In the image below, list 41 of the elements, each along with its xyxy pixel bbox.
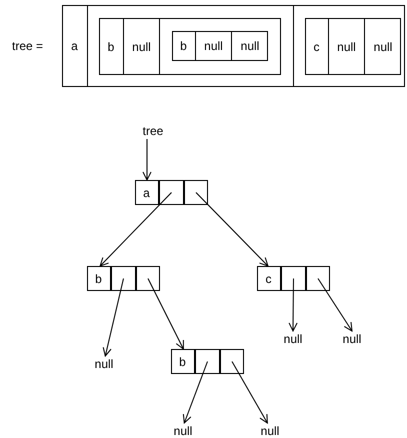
list-box bbox=[99, 18, 281, 75]
node-record bbox=[135, 180, 208, 205]
pointer-label: tree bbox=[138, 123, 168, 139]
value-cell: b bbox=[171, 349, 195, 374]
arrow bbox=[318, 278, 352, 332]
arrow bbox=[100, 192, 172, 266]
arrow bbox=[288, 278, 298, 332]
arrow bbox=[182, 361, 208, 424]
arrow bbox=[142, 138, 152, 180]
arrow bbox=[232, 361, 268, 424]
pointer-label: null bbox=[280, 331, 306, 347]
value-cell: a bbox=[62, 5, 88, 87]
value-cell: b bbox=[99, 18, 124, 75]
node-record bbox=[171, 349, 244, 374]
value-cell: null bbox=[365, 18, 401, 75]
value-cell: null bbox=[196, 31, 232, 61]
pointer-label: null bbox=[339, 331, 365, 347]
arrow bbox=[102, 278, 124, 356]
pointer-label: null bbox=[257, 423, 283, 438]
value-cell: a bbox=[135, 180, 159, 205]
node-record bbox=[257, 266, 330, 291]
value-cell: b bbox=[172, 31, 196, 61]
arrow bbox=[148, 278, 184, 350]
list-box bbox=[305, 18, 401, 75]
value-cell: c bbox=[257, 266, 281, 291]
value-cell: null bbox=[124, 18, 160, 75]
list-box bbox=[62, 5, 405, 87]
pointer-cell bbox=[111, 266, 136, 291]
value-cell: b bbox=[87, 266, 111, 291]
list-box bbox=[172, 31, 268, 61]
pointer-cell bbox=[195, 349, 220, 374]
pointer-label: null bbox=[170, 423, 196, 438]
pointer-label: null bbox=[91, 356, 117, 372]
value-cell: null bbox=[329, 18, 365, 75]
arrow bbox=[196, 192, 268, 266]
node-record bbox=[87, 266, 160, 291]
value-cell: null bbox=[232, 31, 268, 61]
assignment-label: tree = bbox=[12, 38, 44, 54]
value-cell: c bbox=[305, 18, 329, 75]
pointer-cell bbox=[281, 266, 306, 291]
pointer-cell bbox=[159, 180, 184, 205]
